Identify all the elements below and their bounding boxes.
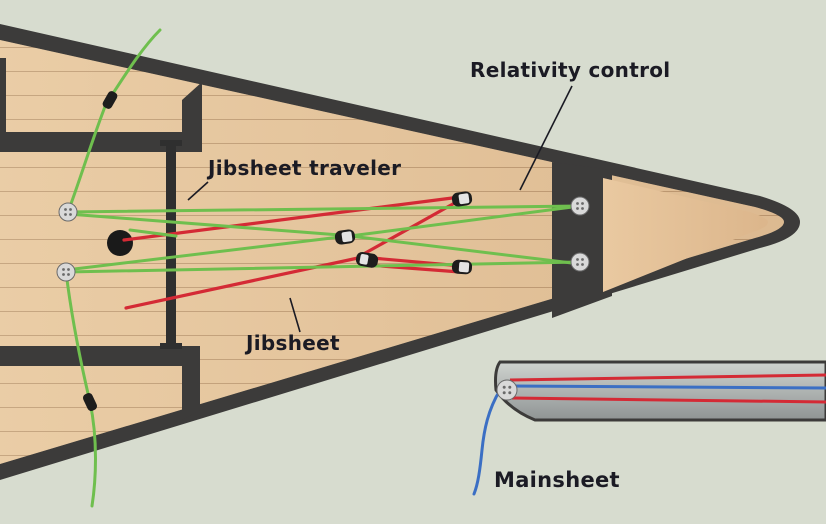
pulley-block-icon [82, 393, 98, 411]
deck-frames [0, 58, 768, 420]
control-line-diag-3 [348, 234, 582, 266]
pulley-block-icon [334, 229, 356, 245]
control-line-diag-2 [64, 235, 342, 272]
traveler-cap-top [160, 140, 182, 146]
mainsheet-inset [472, 360, 826, 496]
traveler-bar [166, 143, 176, 347]
sheave-icon [570, 196, 590, 216]
traveler-car [107, 230, 133, 256]
sheave-icon [496, 379, 518, 401]
forward-bulkhead [552, 162, 612, 318]
blocks [56, 91, 590, 411]
leader-jibsheet-traveler [187, 181, 209, 201]
mainsheet-tail [472, 388, 502, 496]
relativity-control-label: Relativity control [470, 58, 670, 82]
frame-bracket-top [0, 58, 6, 138]
sheave-icon [58, 202, 78, 222]
mainsheet-red-upper [509, 373, 826, 382]
pulley-block-icon [102, 91, 118, 109]
sheave-icon [570, 252, 590, 272]
pulley-block-icon [451, 259, 473, 275]
control-line-traveler-run [128, 228, 178, 238]
mainsheet-red-lines [509, 373, 826, 404]
control-line-diag-4 [348, 204, 582, 238]
sheave-icon [56, 262, 76, 282]
control-line-diag-1 [66, 212, 342, 237]
jibsheet-label: Jibsheet [244, 331, 340, 355]
mainsheet-blue-run [508, 384, 826, 390]
jibsheet-traveler [107, 140, 182, 349]
pulley-block-icon [355, 251, 379, 268]
jibsheet-traveler-label: Jibsheet traveler [206, 156, 401, 180]
leader-jibsheet [289, 297, 301, 333]
traveler-cap-bottom [160, 343, 182, 349]
mainsheet-label: Mainsheet [494, 468, 620, 492]
lower-crossbar [0, 346, 200, 420]
mainsheet-rail [494, 360, 826, 422]
jibsheet-upper-run [122, 195, 462, 242]
pulley-block-icon [451, 191, 473, 207]
mainsheet-red-lower [511, 396, 826, 404]
upper-crossbar [0, 82, 202, 152]
control-line-upper-across [66, 204, 582, 214]
leader-relativity-control [519, 85, 573, 191]
mainsheet-blue-lines [472, 384, 826, 496]
leader-lines [187, 85, 573, 333]
bow-deck-shading [603, 178, 768, 292]
control-line-lower-across [64, 260, 582, 274]
